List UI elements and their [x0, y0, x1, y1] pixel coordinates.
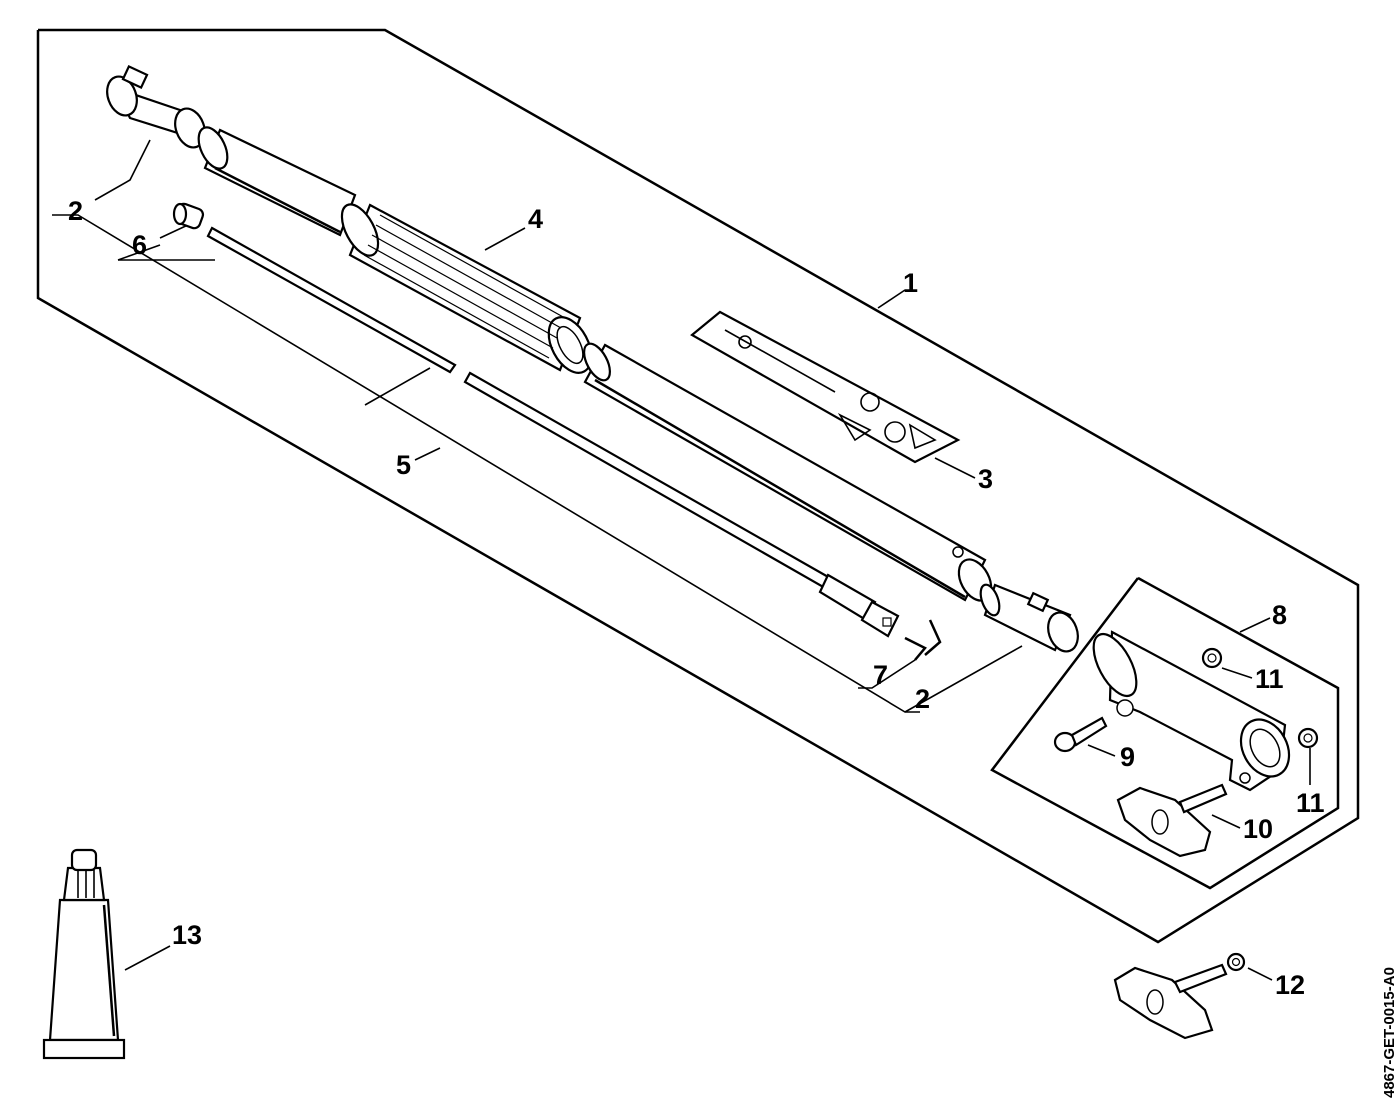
callout-1: 1: [903, 268, 918, 298]
callout-3: 3: [978, 464, 993, 494]
screw: [1053, 716, 1108, 753]
leader-lines: [52, 139, 1311, 981]
drive-tube-lower: [583, 342, 993, 602]
callout-12: 12: [1275, 970, 1305, 1000]
drawing-reference: 4867-GET-0015-A0: [1381, 967, 1398, 1098]
coupling-sleeve-upper: [106, 64, 206, 149]
clamp-housing: [1092, 630, 1291, 792]
callout-10: 10: [1243, 814, 1273, 844]
callout-2-upper: 2: [68, 196, 83, 226]
clamp-subassembly-frame: [990, 576, 1340, 890]
grip-hose: [340, 203, 593, 374]
callout-7: 7: [873, 660, 888, 690]
grease-tube: [42, 848, 126, 1060]
warning-decal: [690, 310, 961, 464]
callout-6: 6: [132, 230, 147, 260]
hex-nut-upper: [1201, 647, 1223, 669]
callout-4: 4: [528, 204, 543, 234]
wing-screw-with-washer: [1113, 952, 1246, 1040]
callout-9: 9: [1120, 742, 1135, 772]
callout-8: 8: [1272, 600, 1287, 630]
drive-tube-upper: [197, 126, 357, 237]
callout-2-lower: 2: [915, 684, 930, 714]
hex-nut-lower: [1297, 727, 1319, 749]
drive-shaft: [206, 226, 900, 638]
coupling-sleeve-lower: [979, 583, 1079, 653]
spring-clip: [904, 619, 942, 661]
callout-labels: 1 2 2 3 4 5 6 7 8 9 10 11 11 12 13: [68, 196, 1325, 1000]
callout-5: 5: [396, 450, 411, 480]
wing-screw: [1116, 783, 1228, 858]
callout-11-lower: 11: [1296, 788, 1325, 818]
callout-13: 13: [172, 920, 202, 950]
callout-11-upper: 11: [1255, 664, 1284, 694]
assembly-frame: [36, 28, 1360, 944]
bushing: [172, 202, 205, 230]
